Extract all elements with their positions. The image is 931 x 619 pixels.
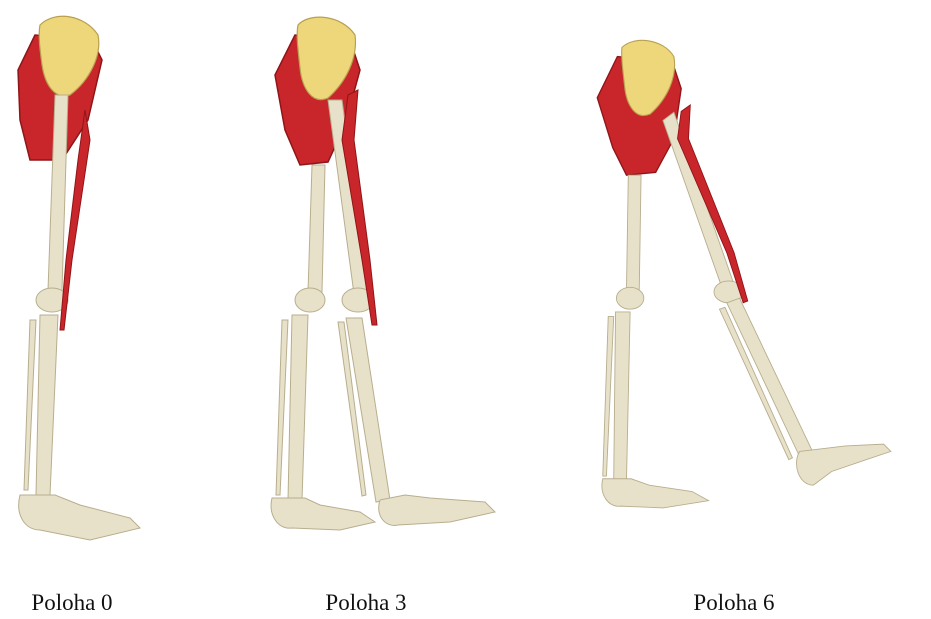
foot-bones [602, 444, 891, 508]
tibia-fibula-bones [276, 315, 390, 502]
leg-model-poloha-6 [590, 0, 900, 560]
foot-bones [271, 495, 495, 530]
caption-poloha-0: Poloha 0 [0, 590, 172, 616]
femur-bone-flexed [663, 112, 743, 303]
hamstring-muscle [678, 105, 748, 303]
femur-bone-stance [616, 175, 643, 309]
caption-poloha-3: Poloha 3 [266, 590, 466, 616]
tibia-fibula-bones [603, 298, 814, 480]
tibia-fibula-bones [24, 315, 58, 495]
femur-bone-stance [295, 165, 325, 312]
leg-model-scene [0, 0, 931, 560]
foot-bones [19, 495, 140, 540]
caption-poloha-6: Poloha 6 [634, 590, 834, 616]
leg-model-poloha-3 [250, 0, 560, 560]
